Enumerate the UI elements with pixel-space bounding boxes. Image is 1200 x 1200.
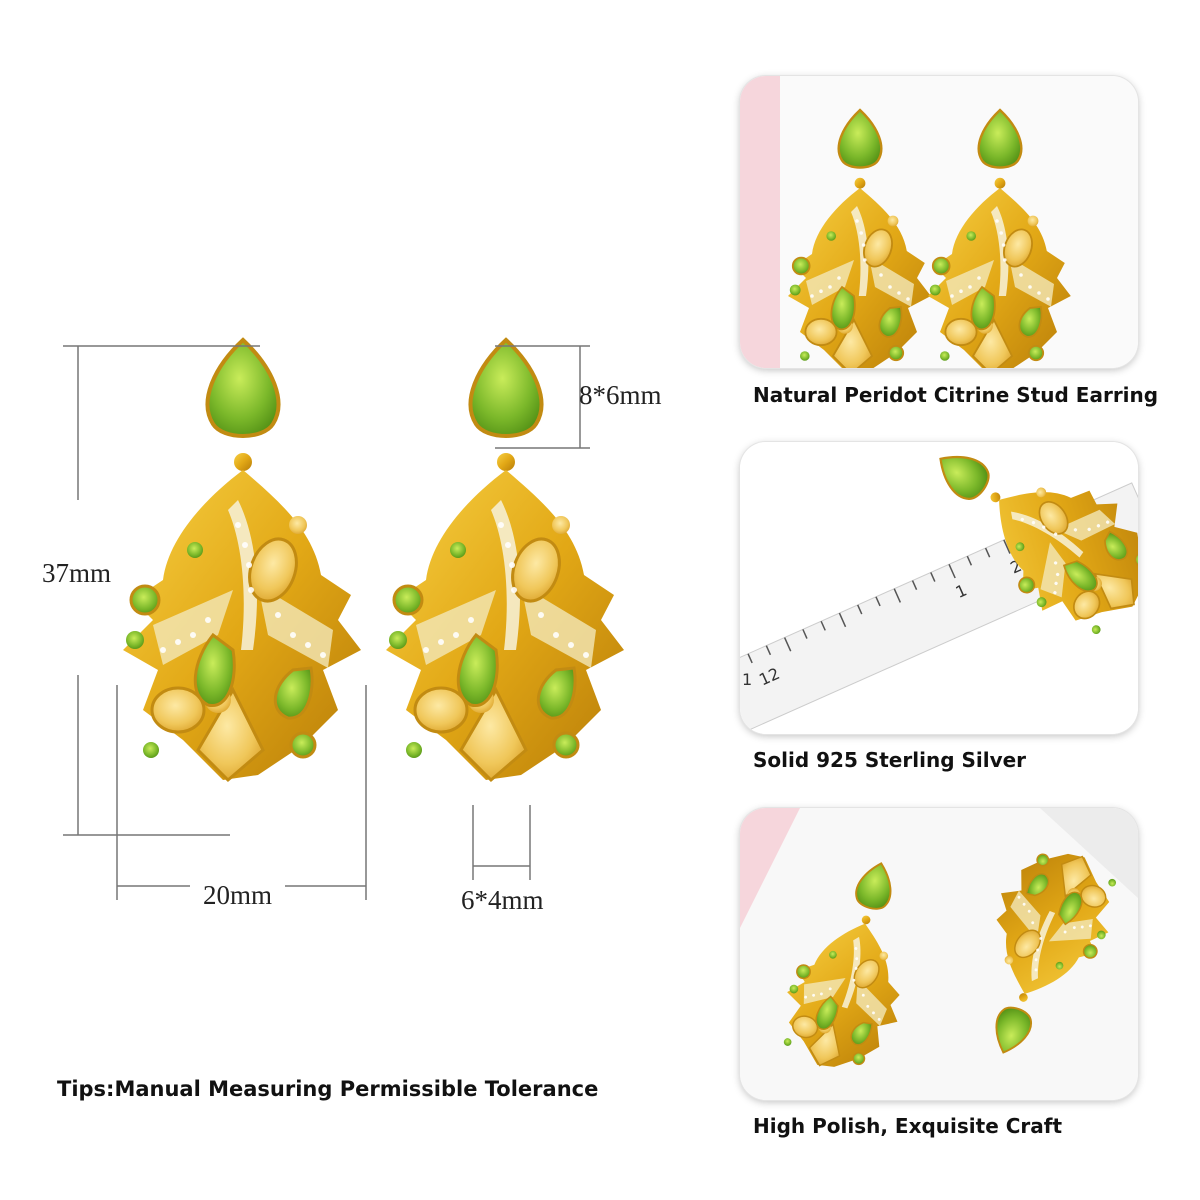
- total-length-label: 37mm: [42, 558, 112, 588]
- ruler-mark: 1: [742, 670, 752, 689]
- bottom-stone-size-label: 6*4mm: [461, 885, 544, 915]
- back-view-photo: [740, 808, 1138, 1100]
- ruler-view-photo: 12 1 2 3 1: [740, 442, 1138, 734]
- top-stone-measure-line: [495, 345, 590, 449]
- photo-panel-ruler-view: 12 1 2 3 1: [740, 442, 1138, 734]
- panel-caption-1: Natural Peridot Citrine Stud Earring: [753, 383, 1159, 407]
- bottom-stone-measure-line: [472, 805, 531, 880]
- tolerance-tip: Tips:Manual Measuring Permissible Tolera…: [57, 1077, 599, 1101]
- front-view-photo: [740, 76, 1138, 368]
- photo-panel-front-view: [740, 76, 1138, 368]
- top-stone-size-label: 8*6mm: [579, 380, 662, 410]
- photo-panel-back-view: [740, 808, 1138, 1100]
- panel-caption-2: Solid 925 Sterling Silver: [753, 748, 1027, 772]
- earring-pair-illustration: [63, 338, 626, 900]
- left-earring: [121, 338, 363, 782]
- length-measure-line: [63, 345, 260, 836]
- width-label: 20mm: [203, 880, 273, 910]
- panel-caption-3: High Polish, Exquisite Craft: [753, 1114, 1063, 1138]
- width-measure-line: [116, 685, 367, 900]
